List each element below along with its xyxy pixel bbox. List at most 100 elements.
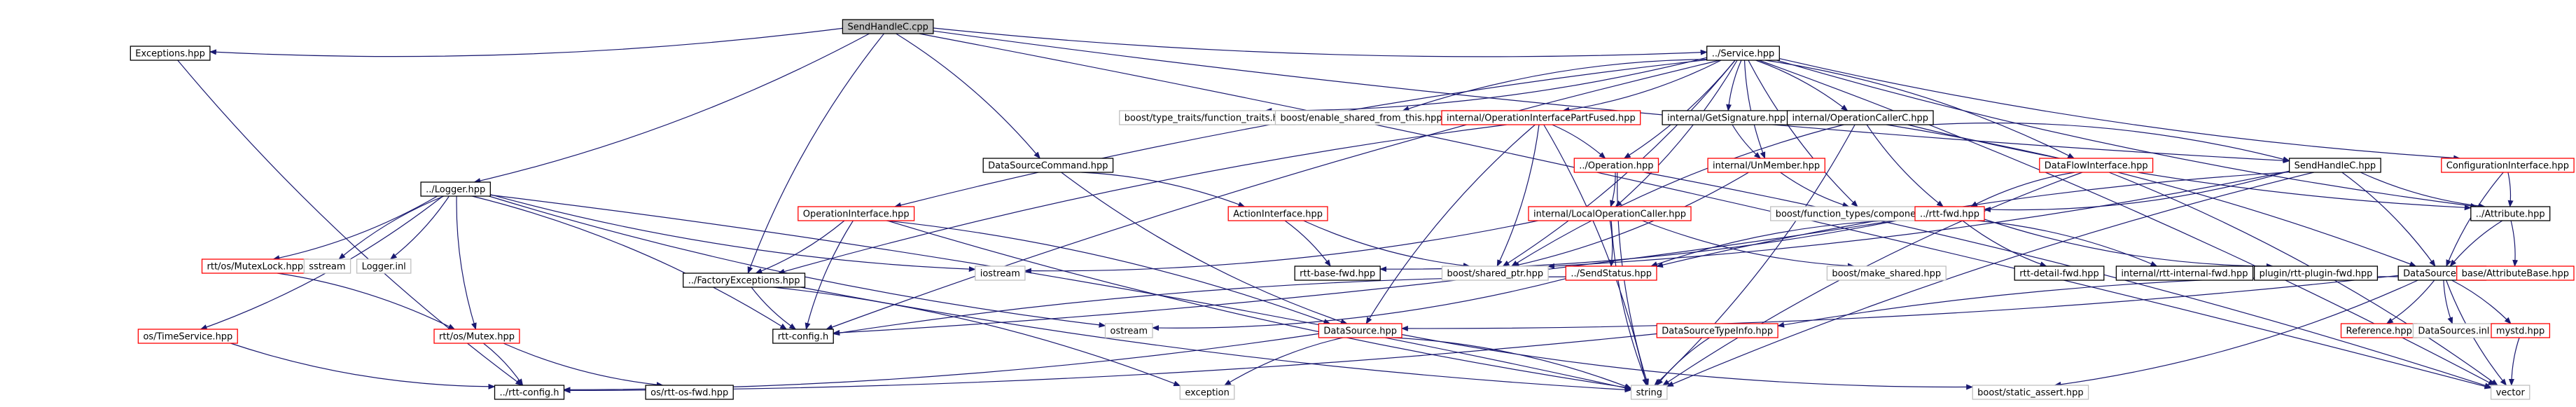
node-rttfwd[interactable]: ../rtt-fwd.hpp (1914, 206, 1985, 221)
node-label: ../Logger.hpp (426, 185, 485, 195)
edge-service-to-typetraits (1265, 57, 1707, 114)
node-label: boost/make_shared.hpp (1832, 269, 1941, 280)
node-localopcaller[interactable]: internal/LocalOperationCaller.hpp (1528, 206, 1692, 221)
node-rttinternalfwd[interactable]: internal/rtt-internal-fwd.hpp (2115, 265, 2254, 281)
edge-factoryexc-to-rttconfigh (751, 287, 797, 330)
node-label: Logger.inl (362, 262, 406, 273)
node-box (1318, 323, 1402, 338)
node-mutexlock[interactable]: rtt/os/MutexLock.hpp (201, 258, 309, 274)
edge-actioniface-to-sharedptr (1303, 220, 1470, 268)
edge-localopcaller-to-sendstatus (1609, 220, 1615, 267)
node-service[interactable]: ../Service.hpp (1706, 46, 1780, 61)
edge-mutex-to-rttconfig2 (483, 343, 524, 386)
edge-service-to-oipartfused (1562, 60, 1722, 113)
node-label: ../FactoryExceptions.hpp (688, 276, 800, 287)
node-box (130, 46, 211, 61)
node-label: internal/rtt-internal-fwd.hpp (2121, 269, 2248, 280)
edge-operation-to-localopcaller (1610, 172, 1616, 207)
edge-logger-to-iostream (490, 194, 976, 273)
edge-root-to-sendhandlec (933, 30, 2290, 164)
node-datasourcesinl: DataSources.inl (2412, 323, 2495, 338)
node-box (137, 329, 238, 344)
edge-actioniface-to-rttbasefwd (1284, 220, 1331, 267)
edge-oipartfused-to-operation (1552, 124, 1606, 159)
node-label: DataSources.inl (2418, 326, 2489, 337)
node-box (433, 329, 520, 344)
edge-root-to-factoryexc (747, 33, 884, 274)
node-label: exception (1185, 388, 1230, 399)
node-box (1227, 206, 1328, 221)
node-rttconfigh[interactable]: rtt-config.h (772, 329, 834, 344)
node-oipartfused[interactable]: internal/OperationInterfacePartFused.hpp (1441, 110, 1641, 125)
node-label: os/rtt-os-fwd.hpp (650, 388, 728, 399)
node-root[interactable]: SendHandleC.cpp (842, 19, 934, 34)
edge-dstypeinfo-to-rttconfig2 (563, 333, 1657, 394)
node-label: rtt-config.h (778, 332, 828, 343)
edge-unmember-to-functypes (1780, 172, 1850, 208)
node-rttpluginfwd[interactable]: plugin/rtt-plugin-fwd.hpp (2253, 265, 2379, 281)
node-rttdetailfwd[interactable]: rtt-detail-fwd.hpp (2014, 265, 2105, 281)
node-unmember[interactable]: internal/UnMember.hpp (1707, 158, 1825, 173)
edge-opiface-to-string (886, 220, 1632, 390)
edge-root-to-exceptions (209, 27, 843, 57)
node-timeservice[interactable]: os/TimeService.hpp (137, 329, 238, 344)
edge-service-to-rttconfigh (826, 60, 1720, 330)
node-dataflow[interactable]: DataFlowInterface.hpp (2039, 158, 2154, 173)
node-opiface[interactable]: OperationInterface.hpp (798, 206, 915, 221)
node-configiface[interactable]: ConfigurationInterface.hpp (2441, 158, 2575, 173)
node-getsignature[interactable]: internal/GetSignature.hpp (1662, 110, 1791, 125)
node-label: ../Operation.hpp (1579, 161, 1653, 172)
edge-opiface-to-factoryexc (755, 220, 845, 274)
node-label: DataSourceCommand.hpp (988, 161, 1108, 172)
node-reference[interactable]: Reference.hpp (2340, 323, 2418, 338)
edge-sendhandlec-to-rttfwd (1984, 170, 2290, 213)
node-box (975, 265, 1026, 281)
edge-dscommand-to-datasource (1061, 172, 1348, 324)
edge-datasource-to-staticassert (1401, 333, 1974, 390)
node-dstypeinfo[interactable]: DataSourceTypeInfo.hpp (1656, 323, 1778, 338)
node-attributebase[interactable]: base/AttributeBase.hpp (2456, 265, 2575, 281)
node-box (2490, 385, 2530, 400)
node-logger[interactable]: ../Logger.hpp (420, 181, 491, 197)
node-sendhandlec[interactable]: SendHandleC.hpp (2288, 158, 2381, 173)
edge-datasources-to-dstypeinfo (1777, 276, 2399, 328)
edge-sendhandlec-to-attribute (2360, 172, 2486, 209)
node-rttosfwd[interactable]: os/rtt-os-fwd.hpp (645, 385, 734, 400)
edge-opcallerc-to-attribute (1907, 124, 2472, 211)
node-label: ../Attribute.hpp (2476, 209, 2545, 220)
node-label: rtt/os/MutexLock.hpp (207, 262, 304, 273)
node-sendstatus[interactable]: ../SendStatus.hpp (1565, 265, 1657, 281)
node-box (2456, 265, 2575, 281)
node-attribute[interactable]: ../Attribute.hpp (2470, 206, 2551, 221)
node-label: internal/UnMember.hpp (1713, 161, 1820, 172)
node-rttconfig2[interactable]: ../rtt-config.h (494, 385, 565, 400)
node-box (1441, 265, 1549, 281)
node-operation[interactable]: ../Operation.hpp (1573, 158, 1659, 173)
node-factoryexc[interactable]: ../FactoryExceptions.hpp (683, 273, 806, 288)
node-label: internal/OperationInterfacePartFused.hpp (1447, 113, 1636, 124)
node-rttbasefwd[interactable]: rtt-base-fwd.hpp (1294, 265, 1381, 281)
node-box (1914, 206, 1985, 221)
node-datasource[interactable]: DataSource.hpp (1318, 323, 1402, 338)
node-label: os/TimeService.hpp (143, 332, 232, 343)
node-mystd[interactable]: mystd.hpp (2491, 323, 2551, 338)
node-box (1786, 110, 1934, 125)
edge-logger-to-sstream (338, 195, 445, 260)
node-actioniface[interactable]: ActionInterface.hpp (1227, 206, 1328, 221)
edge-root-to-vector (919, 33, 2492, 389)
node-string: string (1630, 385, 1668, 400)
node-box (494, 385, 565, 400)
node-opcallerc[interactable]: internal/OperationCallerC.hpp (1786, 110, 1934, 125)
edge-service-to-enableshared (1402, 59, 1707, 111)
edge-mystd-to-vector (2508, 337, 2520, 386)
edge-exceptions-to-rttconfig2 (177, 60, 523, 386)
node-label: boost/function_types/components.hpp (1776, 209, 1950, 220)
node-box (2491, 323, 2551, 338)
edge-getsignature-to-unmember (1732, 124, 1762, 159)
node-exceptions[interactable]: Exceptions.hpp (130, 46, 211, 61)
node-mutex[interactable]: rtt/os/Mutex.hpp (433, 329, 520, 344)
node-box (2253, 265, 2379, 281)
node-dscommand[interactable]: DataSourceCommand.hpp (982, 158, 1114, 173)
